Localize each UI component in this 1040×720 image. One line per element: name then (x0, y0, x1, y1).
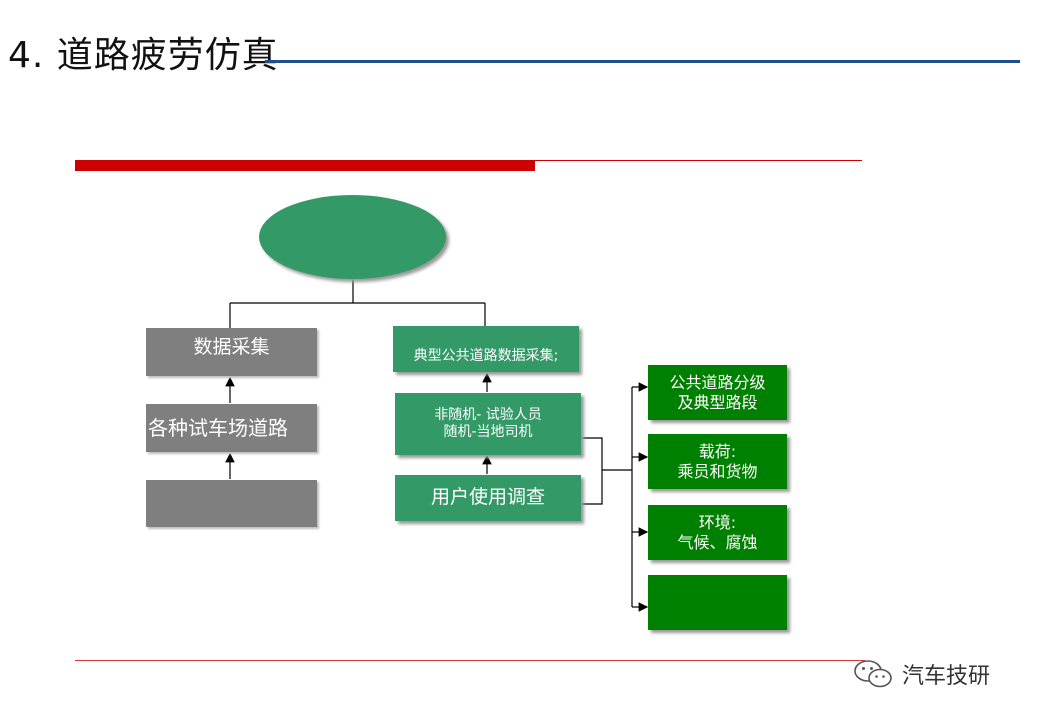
red-divider-thin (75, 160, 862, 161)
survey-item-line2: 气候、腐蚀 (677, 532, 758, 552)
survey-item-line1: 载荷: (698, 441, 737, 461)
survey-item-line1: 公共道路分级 (669, 372, 766, 392)
node-data-collection: 数据采集 (146, 328, 317, 376)
survey-item-line1: 环境: (698, 512, 737, 532)
watermark: 汽车技研 (852, 656, 990, 692)
node-public-road-collection-label: 典型公共道路数据采集; (413, 348, 559, 365)
survey-item-road-classification: 公共道路分级 及典型路段 (648, 365, 787, 420)
node-drivers-line1: 非随机- 试验人员 (434, 406, 542, 423)
node-drivers-line2: 随机-当地司机 (443, 424, 533, 440)
node-proving-ground-roads-label: 各种试车场道路 (148, 415, 288, 440)
survey-item-line2: 乘员和货物 (677, 461, 758, 481)
node-public-road-collection: 典型公共道路数据采集; (393, 326, 579, 372)
survey-item-environment: 环境: 气候、腐蚀 (648, 505, 787, 560)
root-node-ellipse (259, 195, 446, 279)
node-data-collection-label: 数据采集 (193, 336, 270, 359)
node-user-survey-label: 用户使用调查 (430, 486, 545, 509)
slide-title: 4. 道路疲劳仿真 (8, 35, 279, 76)
title-underline (265, 60, 1020, 63)
survey-item-line2: 及典型路段 (677, 392, 758, 412)
bottom-divider (75, 660, 865, 661)
node-user-survey: 用户使用调查 (395, 475, 581, 521)
node-drivers: 非随机- 试验人员 随机-当地司机 (395, 393, 581, 455)
survey-item-empty (648, 575, 787, 630)
wechat-icon (854, 660, 892, 688)
red-divider-thick (75, 161, 535, 171)
node-proving-ground-roads: 各种试车场道路 (146, 404, 317, 452)
node-left-bottom (146, 480, 317, 527)
survey-item-load: 载荷: 乘员和货物 (648, 434, 787, 489)
watermark-text: 汽车技研 (902, 664, 991, 689)
